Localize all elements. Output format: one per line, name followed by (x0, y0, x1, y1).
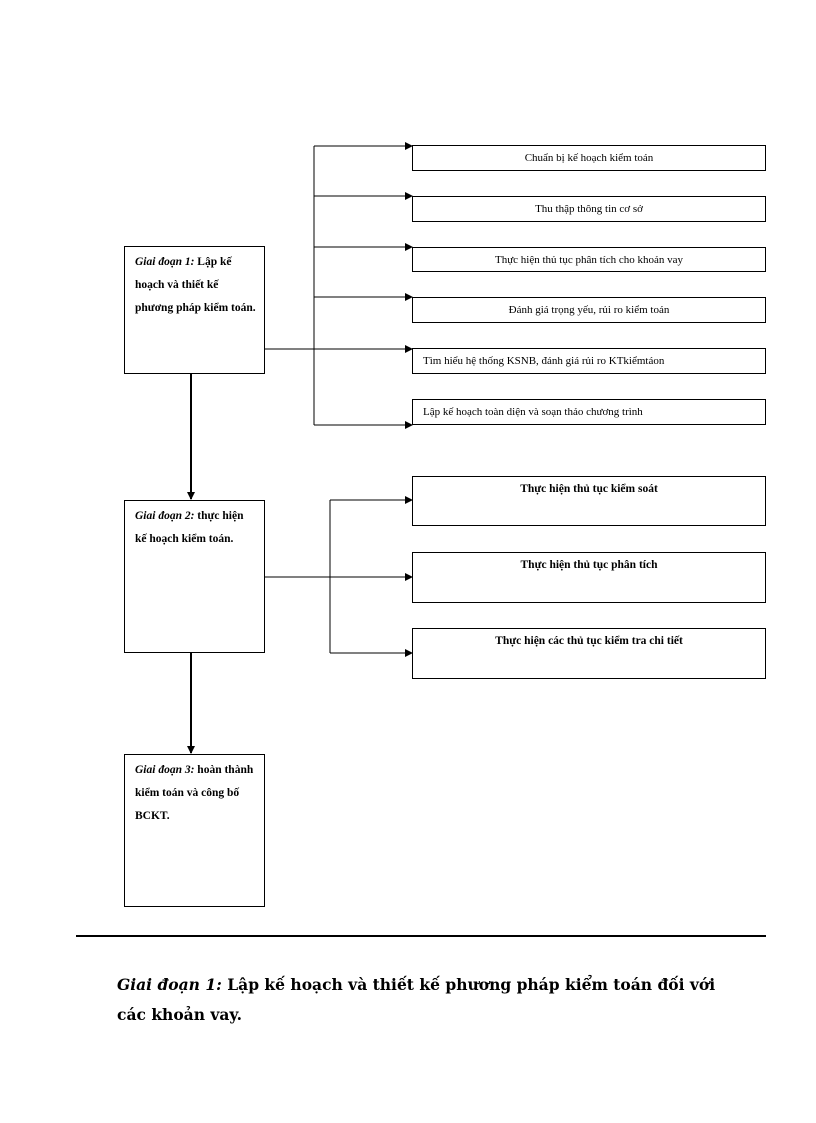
stage2-task-1: Thực hiện thủ tục kiểm soát (412, 476, 766, 526)
stage1-task-1: Chuẩn bị kế hoạch kiểm toán (412, 145, 766, 171)
section-caption: Giai đoạn 1: Lập kế hoạch và thiết kế ph… (117, 970, 737, 1030)
stage-2-phase: Giai đoạn 2: (135, 510, 195, 522)
stage1-task-4: Đánh giá trọng yếu, rủi ro kiểm toán (412, 297, 766, 323)
stage-1-box: Giai đoạn 1: Lập kế hoạch và thiết kế ph… (124, 246, 265, 374)
stage-3-phase: Giai đoạn 3: (135, 764, 195, 776)
stage-2-box: Giai đoạn 2: thực hiện kế hoạch kiểm toá… (124, 500, 265, 653)
stage1-task-2: Thu thập thông tin cơ sở (412, 196, 766, 222)
stage2-task-2: Thực hiện thủ tục phân tích (412, 552, 766, 603)
caption-text: Lập kế hoạch và thiết kế phương pháp kiể… (117, 975, 716, 1024)
stage-3-text: hoàn thành kiểm toán và công bố BCKT. (135, 764, 254, 822)
stage2-task-3: Thực hiện các thủ tục kiểm tra chi tiết (412, 628, 766, 679)
stage-1-text: Lập kế hoạch và thiết kế phương pháp kiể… (135, 256, 256, 314)
caption-phase: Giai đoạn 1: (117, 975, 222, 994)
stage1-task-5: Tìm hiểu hệ thống KSNB, đánh giá rủi ro … (412, 348, 766, 374)
stage-2-text: thực hiện kế hoạch kiểm toán. (135, 510, 244, 545)
stage-1-phase: Giai đoạn 1: (135, 256, 195, 268)
stage1-task-3: Thực hiện thủ tục phân tích cho khoản va… (412, 247, 766, 272)
stage-3-box: Giai đoạn 3: hoàn thành kiểm toán và côn… (124, 754, 265, 907)
horizontal-rule (76, 935, 766, 937)
stage1-task-6: Lập kế hoạch toàn diện và soạn thảo chươ… (412, 399, 766, 425)
